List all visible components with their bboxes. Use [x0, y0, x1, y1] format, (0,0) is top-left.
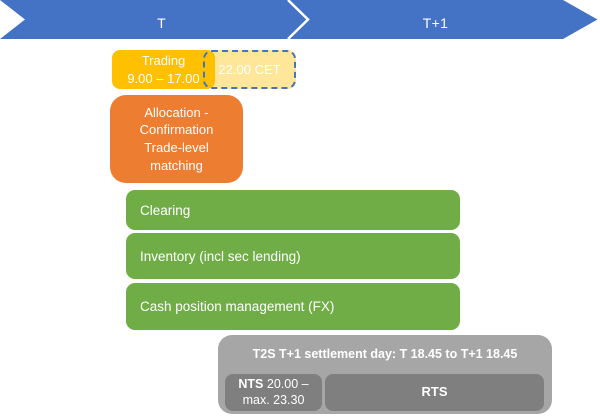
- banner-arrow-shape: [0, 0, 598, 39]
- trading-box: Trading 9.00 – 17.00: [112, 50, 215, 89]
- nts-line1: NTS 20.00 –: [238, 377, 308, 393]
- trading-extension-box: 22.00 CET: [203, 50, 296, 89]
- banner-label-t: T: [157, 14, 166, 31]
- cash-position-box: Cash position management (FX): [126, 283, 460, 330]
- nts-label: NTS: [238, 376, 264, 391]
- nts-line2: max. 23.30: [242, 392, 305, 407]
- rts-box: RTS: [325, 374, 544, 411]
- t2s-settlement-title: T2S T+1 settlement day: T 18.45 to T+1 1…: [252, 347, 518, 361]
- nts-time: 20.00 –: [266, 376, 309, 391]
- nts-box: NTS 20.00 – max. 23.30: [225, 374, 322, 411]
- banner-label-t1: T+1: [422, 14, 449, 31]
- allocation-confirmation-box: Allocation - Confirmation Trade-level ma…: [110, 95, 243, 183]
- banner-segment-divider: [287, 0, 310, 39]
- timeline-banner: [0, 0, 598, 39]
- inventory-box: Inventory (incl sec lending): [126, 233, 460, 279]
- clearing-box: Clearing: [126, 190, 460, 230]
- trading-extension-fill: [210, 50, 296, 89]
- t2s-settlement-box: T2S T+1 settlement day: T 18.45 to T+1 1…: [218, 335, 552, 414]
